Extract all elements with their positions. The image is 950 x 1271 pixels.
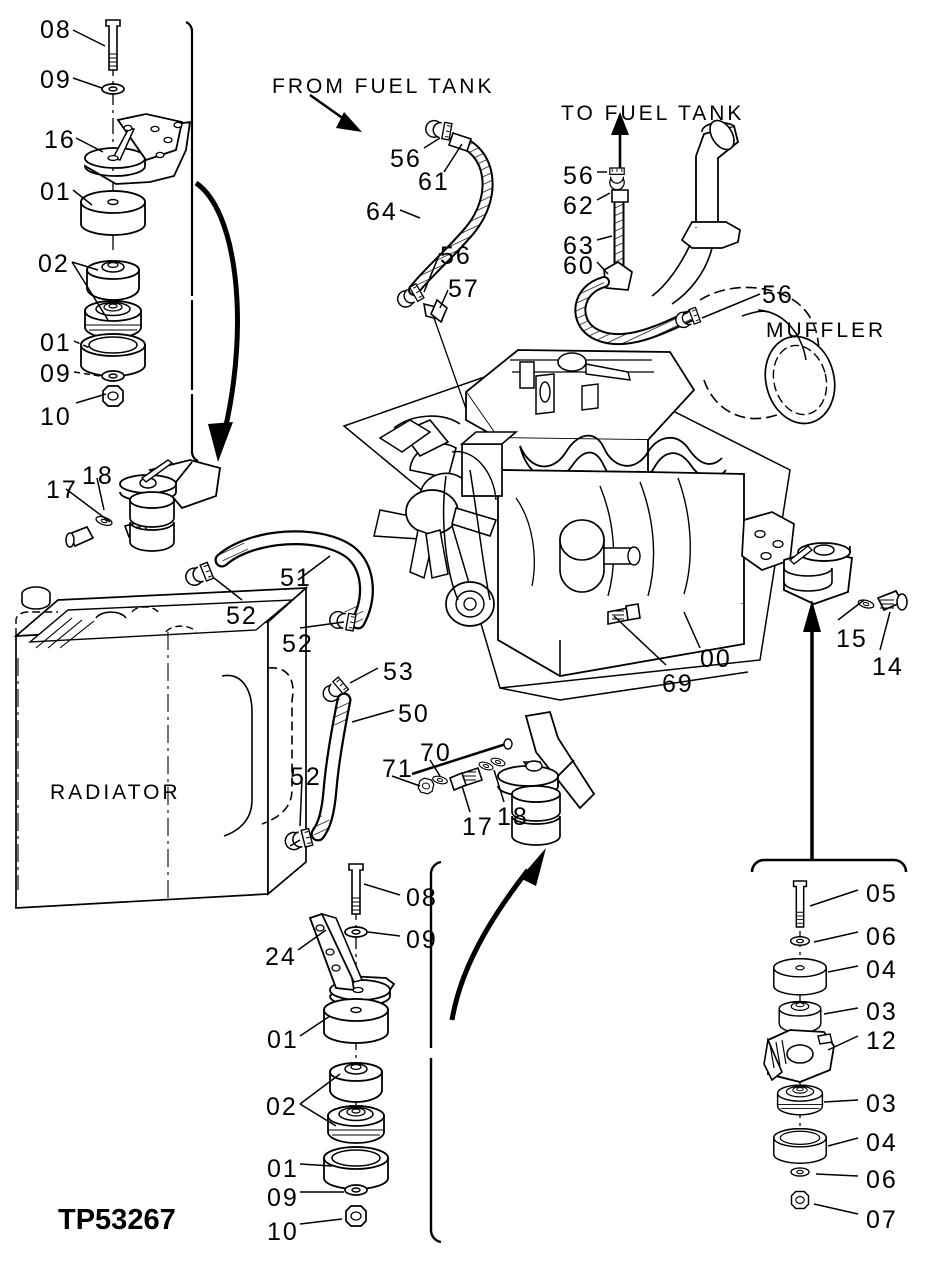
label-56-b: 56	[440, 242, 472, 270]
label-09-top: 09	[40, 66, 72, 94]
label-56-c: 56	[563, 162, 595, 190]
label-64: 64	[366, 198, 398, 226]
label-24: 24	[265, 943, 297, 971]
label-10: 10	[40, 403, 72, 431]
label-52-b: 52	[282, 630, 314, 658]
fuel-supply-line	[309, 93, 494, 421]
label-14: 14	[872, 653, 904, 681]
label-51: 51	[280, 564, 312, 592]
label-12: 12	[866, 1027, 898, 1055]
label-60: 60	[563, 252, 595, 280]
label-02-upper: 02	[38, 250, 70, 278]
label-17-upper: 17	[46, 476, 78, 504]
label-16: 16	[44, 126, 76, 154]
label-56-d: 56	[762, 281, 794, 309]
figure-number: TP53267	[58, 1204, 176, 1236]
label-09-b1: 09	[406, 926, 438, 954]
label-05: 05	[866, 880, 898, 908]
label-06-b: 06	[866, 1166, 898, 1194]
right-isolator-stack	[763, 880, 859, 1215]
rear-mount-stack	[297, 860, 442, 1244]
label-50: 50	[398, 700, 430, 728]
label-18-upper: 18	[82, 462, 114, 490]
label-04-b: 04	[866, 1129, 898, 1157]
label-62: 62	[563, 192, 595, 220]
label-00: 00	[700, 645, 732, 673]
bracket-16	[84, 113, 192, 185]
caption-from-fuel-tank: FROM FUEL TANK	[272, 75, 495, 98]
label-15: 15	[836, 625, 868, 653]
label-08-top: 08	[40, 16, 72, 44]
label-53: 53	[383, 658, 415, 686]
label-09-b2: 09	[267, 1184, 299, 1212]
label-03-a: 03	[866, 998, 898, 1026]
fuel-return-line	[574, 112, 761, 346]
front-left-group-brace	[185, 20, 240, 463]
label-07: 07	[866, 1206, 898, 1234]
label-56-a: 56	[390, 145, 422, 173]
label-10-bot: 10	[267, 1218, 299, 1246]
label-01-lower: 01	[40, 329, 72, 357]
label-18-lower: 18	[497, 803, 529, 831]
bracket-12	[763, 1029, 835, 1083]
label-06-a: 06	[866, 923, 898, 951]
label-52-c: 52	[290, 763, 322, 791]
label-04-a: 04	[866, 956, 898, 984]
caption-to-fuel-tank: TO FUEL TANK	[561, 102, 745, 125]
label-17-lower: 17	[462, 813, 494, 841]
label-63: 63	[563, 232, 595, 260]
right-mount-bracket	[750, 542, 908, 873]
engine-side-mount-left	[65, 459, 222, 552]
exhaust-and-muffler	[651, 119, 836, 425]
label-52-a: 52	[226, 602, 258, 630]
label-03-b: 03	[866, 1090, 898, 1118]
label-69: 69	[662, 670, 694, 698]
radiator-hose-lower	[282, 667, 395, 853]
front-left-mount-stack	[71, 19, 192, 407]
label-01-b1: 01	[267, 1026, 299, 1054]
label-71: 71	[382, 755, 414, 783]
label-70: 70	[420, 739, 452, 767]
label-61: 61	[418, 168, 450, 196]
label-02-bot: 02	[266, 1093, 298, 1121]
caption-muffler: MUFFLER	[766, 319, 887, 342]
engine-block	[342, 349, 795, 701]
engine-side-mount-rear	[391, 710, 596, 1021]
radiator-hose-upper	[182, 530, 374, 632]
label-08-bot: 08	[406, 884, 438, 912]
caption-radiator: RADIATOR	[50, 781, 181, 804]
label-57: 57	[448, 275, 480, 303]
label-01-b2: 01	[267, 1155, 299, 1183]
radiator	[13, 586, 309, 909]
label-09-bot: 09	[40, 360, 72, 388]
label-01-upper: 01	[40, 178, 72, 206]
bracket-24	[308, 912, 396, 1007]
